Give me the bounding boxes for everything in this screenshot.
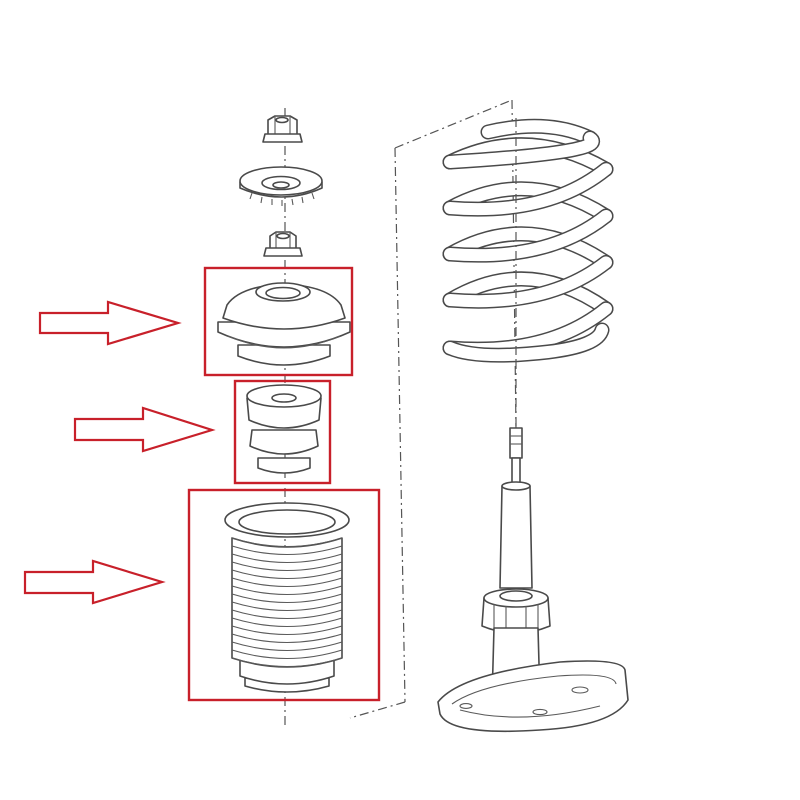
lower-nut-icon bbox=[263, 231, 303, 257]
bellows-rib bbox=[231, 657, 343, 667]
bellows-rib bbox=[231, 561, 343, 571]
highlight-box-bump-stop bbox=[233, 379, 332, 485]
bellows-rib bbox=[231, 585, 343, 595]
bellows-rib bbox=[231, 545, 343, 555]
highlight-box-top-mount bbox=[203, 266, 354, 377]
bump-stop-icon bbox=[246, 384, 322, 474]
bellows-rib bbox=[231, 609, 343, 619]
bellows-rib bbox=[231, 617, 343, 627]
top-strut-mount-icon bbox=[217, 282, 351, 366]
bellows-rib bbox=[231, 649, 343, 659]
strut-mount-washer-icon bbox=[239, 166, 323, 206]
bellows-rib bbox=[231, 577, 343, 587]
bellows-rib bbox=[231, 593, 343, 603]
spring-coil-back-3-fill bbox=[444, 272, 612, 315]
spring-top-end-fill bbox=[482, 120, 596, 144]
spring-top-turn-fill bbox=[444, 132, 599, 168]
top-nut-icon bbox=[262, 115, 303, 143]
highlight-box-dust-boot bbox=[187, 488, 381, 702]
shock-absorber-strut-icon bbox=[437, 360, 629, 733]
bellows-rib bbox=[231, 625, 343, 635]
arrow-bump-stop bbox=[73, 406, 216, 453]
spring-coil-front-0-fill bbox=[444, 163, 612, 216]
bellows-rib bbox=[231, 553, 343, 563]
spring-coil-front-2-fill bbox=[444, 256, 612, 308]
arrow-dust-boot bbox=[23, 559, 166, 605]
bellows-rib bbox=[231, 633, 343, 643]
coil-spring-icon bbox=[442, 118, 614, 363]
spring-coil-back-2-fill bbox=[444, 227, 612, 269]
bellows-rib bbox=[231, 537, 343, 547]
arrow-top-mount bbox=[38, 300, 182, 346]
bellows-rib bbox=[231, 601, 343, 611]
assembly-bracket-outline bbox=[349, 99, 517, 719]
dust-boot-bellows-icon bbox=[224, 502, 350, 693]
bellows-rib bbox=[231, 569, 343, 579]
spring-bottom-end-fill bbox=[444, 324, 608, 362]
bellows-ribs bbox=[231, 537, 343, 668]
bellows-rib bbox=[231, 641, 343, 651]
spring-coil-front-1-fill bbox=[444, 210, 612, 262]
spring-coil-back-1-fill bbox=[444, 182, 612, 222]
